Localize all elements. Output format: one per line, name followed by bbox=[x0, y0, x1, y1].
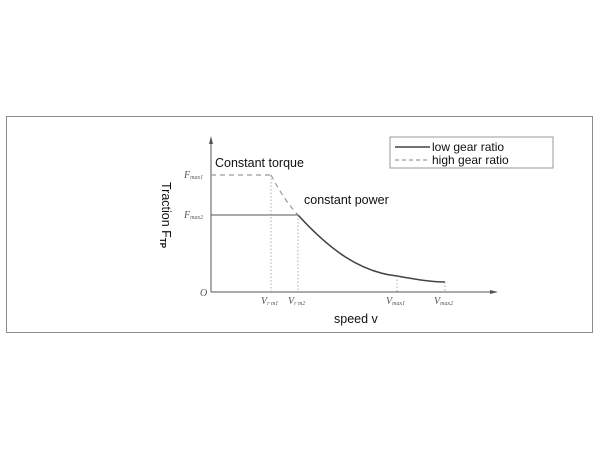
series-high-gear-ratio bbox=[211, 174, 299, 216]
annotation-constant-power: constant power bbox=[304, 193, 389, 207]
x-tick-vmax2: Vmax2 bbox=[434, 296, 453, 307]
legend: low gear ratio high gear ratio bbox=[389, 136, 554, 169]
x-tick-vrm2: Vr m2 bbox=[288, 296, 305, 307]
y-tick-fmax2: Fmax2 bbox=[183, 210, 203, 221]
origin-label: O bbox=[200, 288, 207, 299]
svg-text:Traction FTP: Traction FTP bbox=[158, 182, 173, 249]
annotation-constant-torque: Constant torque bbox=[215, 156, 304, 170]
x-axis-arrow-icon bbox=[490, 290, 498, 294]
legend-entry-high-gear: high gear ratio bbox=[432, 153, 509, 167]
y-axis-arrow-icon bbox=[209, 136, 213, 144]
x-axis-label: speed v bbox=[334, 312, 379, 326]
guide-lines bbox=[270, 175, 446, 292]
y-axis-label: Traction FTP bbox=[158, 182, 173, 249]
series-low-gear-ratio bbox=[211, 214, 446, 283]
x-tick-vrm1: Vr m1 bbox=[261, 296, 278, 307]
y-tick-fmax1: Fmax1 bbox=[183, 170, 203, 181]
legend-entry-low-gear: low gear ratio bbox=[432, 140, 504, 154]
x-tick-vmax1: Vmax1 bbox=[386, 296, 405, 307]
